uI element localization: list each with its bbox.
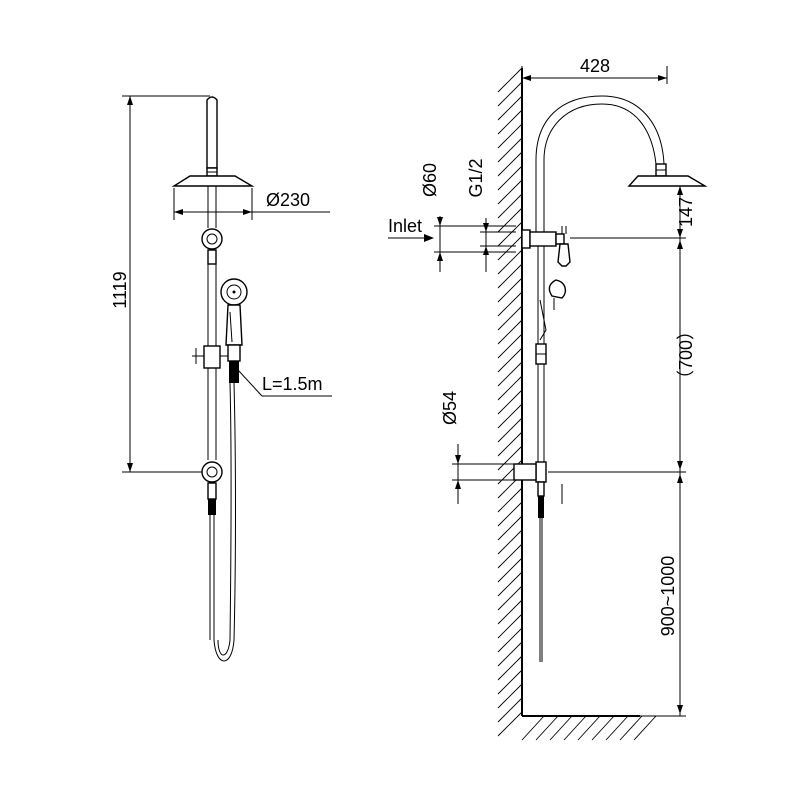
wall-hatch-line [497,557,523,583]
wall-hatch-line [497,67,523,93]
wall-hatch-line [497,599,523,625]
arm-reach-label: 428 [580,56,610,76]
wall-hatch-line [497,179,523,205]
hand-shower [220,278,248,383]
wall-hatching [497,67,523,737]
head-diameter-label: Ø230 [266,190,310,210]
inlet-label: Inlet [388,216,422,236]
wall-hatch-line [497,529,523,555]
wall-hatch-line [497,655,523,681]
shower-head-side [627,175,708,187]
floor-hatch-line [633,715,657,741]
hose-length-label: L=1.5m [262,374,323,394]
wall-hatch-line [497,697,523,723]
wall-hatch-line [497,263,523,289]
dim-rail-spacing: （700） [548,238,696,473]
wall-hatch-line [497,375,523,401]
wall-hatch-line [497,81,523,107]
wall-hatch-line [497,347,523,373]
wall-hatch-line [497,235,523,261]
wall-hatch-line [497,221,523,247]
rail-spacing-label: （700） [676,322,696,388]
floor-hatch-line [605,715,629,741]
riser-pipe [206,96,218,177]
wall-hatch-line [497,249,523,275]
wall-hatch-line [497,109,523,135]
floor-hatch-line [619,715,643,741]
inlet-thread-label: G1/2 [466,158,486,197]
wall-hatch-line [497,207,523,233]
wall-hatch-line [497,613,523,639]
floor-height-label: 900~1000 [658,556,678,637]
front-view: 1119 Ø230 [110,95,332,662]
wall-hatch-line [497,137,523,163]
dim-head-drop: 147 [570,185,706,239]
wall-hatch-line [497,305,523,331]
wall-hatch-line [497,95,523,121]
total-height-label: 1119 [110,271,130,308]
main-rail [201,186,223,640]
wall-hatch-line [497,417,523,443]
wall-hatch-line [497,389,523,415]
inlet-bracket [521,226,571,267]
wall-hatch-line [497,487,523,513]
wall-hatch-line [497,123,523,149]
gooseneck-arm [535,95,667,232]
wall-hatch-line [497,319,523,345]
wall-hatch-line [497,501,523,527]
dim-floor-height: 900~1000 [624,472,686,717]
floor-hatch-line [521,715,545,741]
dim-bracket-diameter: Ø54 [440,391,514,504]
wall-hatch-line [497,683,523,709]
dim-arm-reach: 428 [521,56,668,84]
floor-hatch-line [563,715,587,741]
wall-hatch-line [497,193,523,219]
wall-hatch-line [497,277,523,303]
hose-length-leader: L=1.5m [237,369,332,397]
wall-hatch-line [497,669,523,695]
wall-hatch-line [497,515,523,541]
wall-hatch-line [497,543,523,569]
wall-hatch-line [497,431,523,457]
floor-hatch-line [535,715,559,741]
side-view: 428 [388,56,708,741]
floor-hatching [521,715,657,741]
floor-hatch-line [577,715,601,741]
wall-hatch-line [497,571,523,597]
wall-hatch-line [497,627,523,653]
dim-head-diameter: Ø230 [173,188,330,220]
floor-hatch-line [549,715,573,741]
wall-hatch-line [497,151,523,177]
dim-inlet: Ø60 G1/2 Inlet [388,158,516,272]
bracket-diameter-label: Ø54 [440,391,460,425]
wall-hatch-line [497,711,523,737]
wall-hatch-line [497,333,523,359]
wall-hatch-line [497,585,523,611]
dim-total-height: 1119 [110,95,210,473]
wall-hatch-line [497,361,523,387]
wall-hatch-line [497,445,523,471]
diverter-valve [192,345,232,369]
wall-hatch-line [497,403,523,429]
head-drop-label: 147 [676,197,696,227]
side-rail [513,246,567,662]
wall-hatch-line [497,165,523,191]
inlet-diameter-label: Ø60 [420,163,440,197]
floor-hatch-line [591,715,615,741]
shower-hose [213,382,236,662]
wall [497,67,657,741]
shower-head-front [171,175,255,187]
wall-hatch-line [497,291,523,317]
wall-hatch-line [497,641,523,667]
